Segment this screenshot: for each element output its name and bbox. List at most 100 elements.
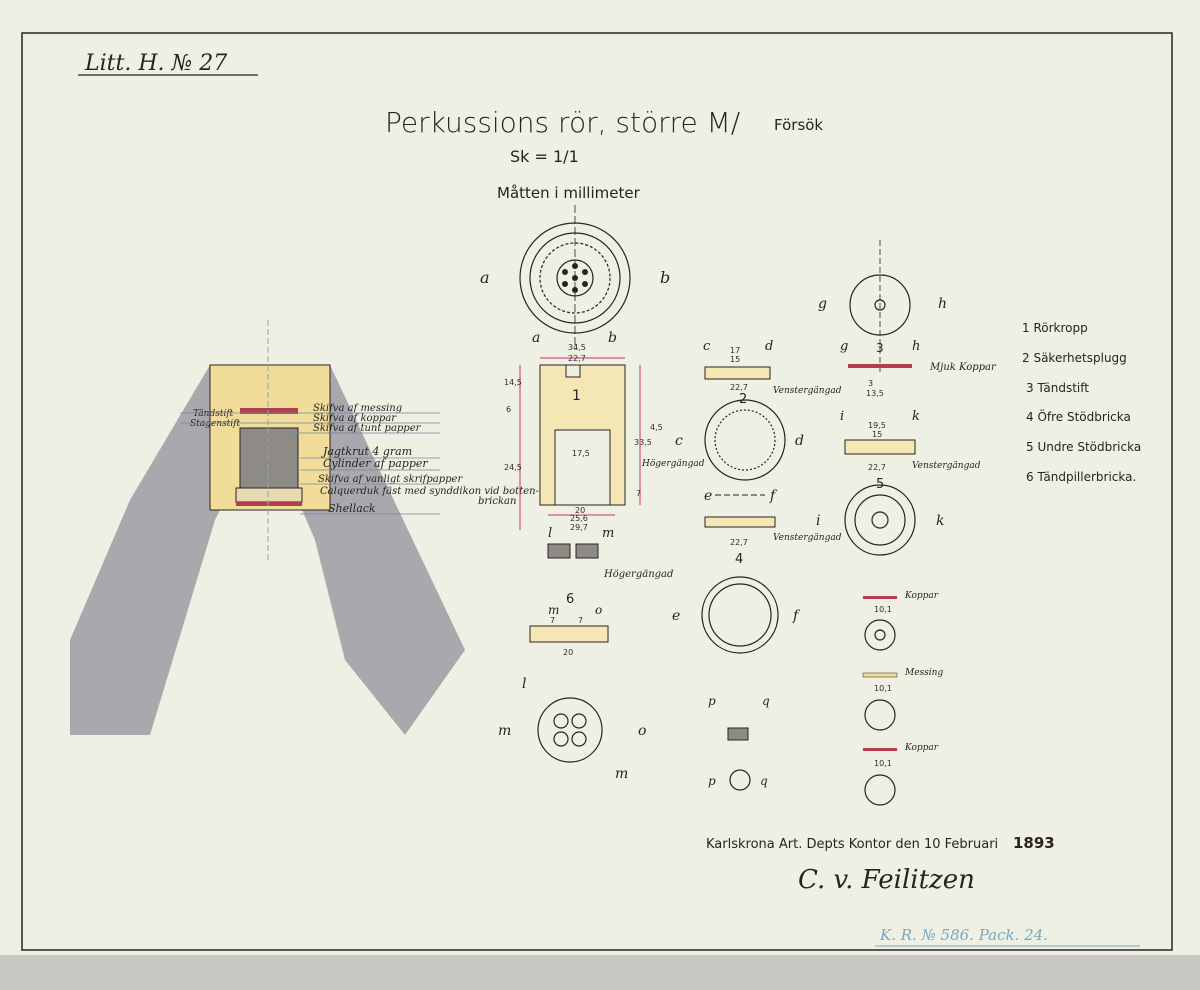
section-letter: i <box>840 409 844 424</box>
part5-section <box>844 439 916 455</box>
section-letter: k <box>912 409 920 424</box>
section-letter: g <box>840 339 848 354</box>
section-letter: c <box>703 339 711 354</box>
leader-lines <box>180 412 440 515</box>
washer-details: 10,1 Koppar 10,1 Messing 10,1 Koppar <box>862 591 943 806</box>
part-number: 3 <box>876 341 884 355</box>
primer-detail <box>727 727 749 741</box>
svg-text:33,5: 33,5 <box>634 438 652 447</box>
section-letter: m <box>498 723 511 739</box>
part5-inner-circle <box>854 494 906 546</box>
catalog-label: Litt. H. № 27 <box>84 51 227 76</box>
svg-text:24,5: 24,5 <box>504 463 522 472</box>
primer-washer <box>235 487 303 503</box>
dimension-label: 10,1 <box>874 759 892 768</box>
part1-dimensions: 34,5 22,7 14,5 6 24,5 33,5 4,5 17,5 20 2… <box>504 343 663 532</box>
dimension-label: 20 <box>563 648 573 657</box>
part4-plan-view <box>701 576 779 654</box>
dimension-label: 19,5 <box>868 421 886 430</box>
part6-plan-view <box>537 697 603 763</box>
assembly-labels: Skifva af messing Skifva af koppar Skifv… <box>190 403 540 515</box>
section-letter: m <box>548 603 559 617</box>
section-letter: l <box>522 676 526 692</box>
legend-item: 3 Tändstift <box>1026 381 1089 395</box>
assembly-section-view <box>70 320 465 735</box>
part1-section <box>519 357 641 530</box>
gray-leg-right <box>300 365 465 735</box>
assembly-label: Skifva af tunt papper <box>313 423 422 434</box>
shellac-layer <box>236 502 302 506</box>
svg-text:14,5: 14,5 <box>504 378 522 387</box>
parts-legend: 1 Rörkropp 2 Säkerhetsplugg 3 Tändstift … <box>1022 321 1141 484</box>
part-number: 4 <box>735 552 743 567</box>
thread-note: Högergängad <box>603 569 673 580</box>
section-letter: p <box>708 774 716 788</box>
legend-item: 6 Tändpillerbricka. <box>1026 470 1136 484</box>
dimension-label: 10,1 <box>874 684 892 693</box>
section-letter: i <box>816 513 820 529</box>
svg-text:20: 20 <box>575 506 585 515</box>
thread-note: Venstergängad <box>773 533 842 543</box>
dimension-label: 10,1 <box>874 605 892 614</box>
section-letter: e <box>672 608 680 624</box>
section-letter: m <box>615 766 628 782</box>
svg-text:17,5: 17,5 <box>572 449 590 458</box>
material-note: Koppar <box>904 591 939 601</box>
part2-thread-circle <box>714 409 776 471</box>
dimension-label: 7 <box>550 616 555 625</box>
thread-note: Venstergängad <box>912 461 981 471</box>
part5-center <box>871 511 889 529</box>
drawing-border <box>21 32 1173 951</box>
part1-top-view <box>519 205 631 350</box>
section-letter: a <box>480 268 490 287</box>
section-letter: e <box>704 488 712 504</box>
gray-leg-left <box>70 365 240 735</box>
year: 1893 <box>1013 834 1055 852</box>
section-letter: d <box>795 433 804 449</box>
assembly-label: Skifva af koppar <box>313 413 397 424</box>
primer-plan-view <box>729 769 751 791</box>
drawing-title: Perkussions rör, större M/ <box>385 106 740 139</box>
section-letter: g <box>818 296 827 312</box>
section-letter: b <box>660 268 670 287</box>
part2-section <box>704 366 771 380</box>
assembly-label: Shellack <box>328 502 376 515</box>
dimension-label: 15 <box>730 355 740 364</box>
part3-section <box>848 364 912 368</box>
part4-inner-circle <box>708 583 772 647</box>
part-number: 6 <box>566 592 574 607</box>
section-letter: d <box>765 339 773 354</box>
dimension-label: 22,7 <box>868 463 886 472</box>
assembly-label: Skifva af vanligt skrifpapper <box>318 474 463 485</box>
legend-item: 1 Rörkropp <box>1022 321 1088 335</box>
section-letter: f <box>769 488 778 504</box>
part-number: 1 <box>572 388 581 404</box>
legend-item: 2 Säkerhetsplugg <box>1022 351 1127 365</box>
material-note: Koppar <box>904 743 939 753</box>
material-note: Messing <box>904 668 943 678</box>
part6-section <box>529 625 609 643</box>
section-letter: o <box>595 603 602 617</box>
section-letter: o <box>638 723 646 739</box>
section-letter: f <box>792 608 801 624</box>
svg-text:22,7: 22,7 <box>568 354 586 363</box>
thread-note: Högergängad <box>641 459 705 469</box>
assembly-label: Calquerduk fäst med synddikon vid botten… <box>320 486 540 497</box>
drawing-title-suffix: Försök <box>774 116 823 134</box>
section-letter: b <box>608 330 617 346</box>
material-note: Mjuk Koppar <box>929 362 997 373</box>
dimension-label: 22,7 <box>730 538 748 547</box>
place-date: Karlskrona Art. Depts Kontor den 10 Febr… <box>706 837 998 852</box>
dimension-label: 13,5 <box>866 389 884 398</box>
section-letter: a <box>532 330 540 346</box>
powder-charge <box>239 427 299 489</box>
paper-edge <box>0 955 1200 990</box>
dimension-label: 3 <box>868 379 873 388</box>
svg-text:6: 6 <box>506 405 511 414</box>
section-letter: l <box>548 526 552 541</box>
section-letter: q <box>762 694 770 708</box>
assembly-label: brickan <box>478 496 516 507</box>
section-letter: p <box>708 694 716 708</box>
dimension-label: 22,7 <box>730 383 748 392</box>
